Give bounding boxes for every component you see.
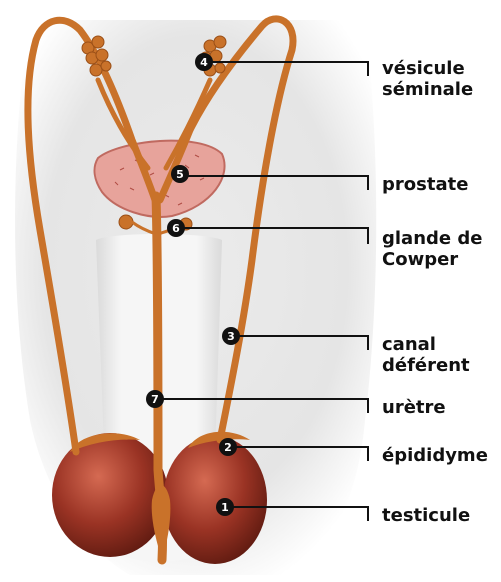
marker-1: 1 bbox=[216, 498, 234, 516]
label-cowper-gland-line2: Cowper bbox=[382, 249, 482, 270]
marker-6: 6 bbox=[167, 219, 185, 237]
label-seminal-vesicle-line2: séminale bbox=[382, 79, 473, 100]
label-seminal-vesicle-line1: vésicule bbox=[382, 58, 473, 79]
label-cowper-gland: glande de Cowper bbox=[382, 228, 482, 270]
marker-7: 7 bbox=[146, 390, 164, 408]
label-testicle: testicule bbox=[382, 505, 470, 526]
marker-2: 2 bbox=[219, 438, 237, 456]
svg-text:3: 3 bbox=[227, 330, 235, 343]
marker-5: 5 bbox=[171, 165, 189, 183]
left-testis bbox=[52, 433, 168, 557]
svg-text:5: 5 bbox=[176, 168, 184, 181]
marker-4: 4 bbox=[195, 53, 213, 71]
label-cowper-gland-line1: glande de bbox=[382, 228, 482, 249]
svg-text:6: 6 bbox=[172, 222, 180, 235]
svg-text:4: 4 bbox=[200, 56, 208, 69]
label-epididymis: épididyme bbox=[382, 445, 488, 466]
label-seminal-vesicle: vésicule séminale bbox=[382, 58, 473, 100]
svg-text:1: 1 bbox=[221, 501, 229, 514]
label-vas-deferens-line1: canal bbox=[382, 334, 470, 355]
label-vas-deferens: canal déférent bbox=[382, 334, 470, 376]
svg-text:2: 2 bbox=[224, 441, 232, 454]
marker-3: 3 bbox=[222, 327, 240, 345]
label-vas-deferens-line2: déférent bbox=[382, 355, 470, 376]
label-urethra: urètre bbox=[382, 397, 446, 418]
label-prostate: prostate bbox=[382, 174, 468, 195]
svg-text:7: 7 bbox=[151, 393, 159, 406]
